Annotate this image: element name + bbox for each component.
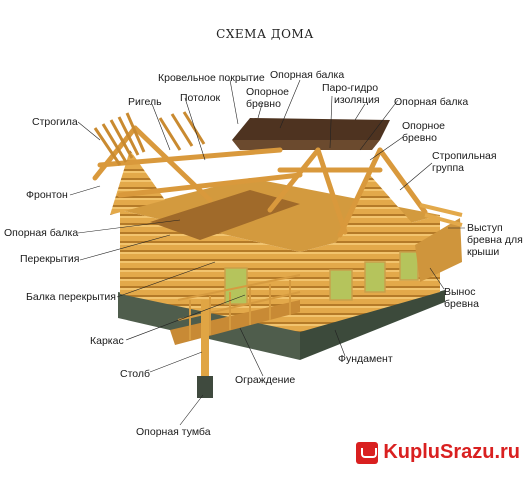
- post: [201, 300, 209, 378]
- label-ograzhdenie: Ограждение: [235, 374, 296, 386]
- label-vynos-b: бревна: [444, 298, 479, 310]
- purlins: [93, 111, 206, 166]
- label-stropilnaya-b: группа: [432, 162, 465, 174]
- leader-lines: [69, 79, 465, 426]
- gable-right: [330, 175, 420, 255]
- label-opornaya-balka-left: Опорная балка: [4, 227, 79, 239]
- label-paro-gidro-a: Паро-гидро: [322, 82, 379, 94]
- label-fronton: Фронтон: [26, 189, 68, 201]
- label-opornoe-brevno-2a: Опорное: [402, 120, 446, 132]
- label-vynos-a: Вынос: [444, 286, 476, 298]
- label-vystup-b: бревна для: [467, 234, 523, 246]
- gable-left: [110, 150, 165, 215]
- label-strogila: Строгила: [32, 116, 78, 128]
- label-paro-gidro-b: изоляция: [334, 94, 380, 106]
- label-opornaya-balka-right: Опорная балка: [394, 96, 469, 108]
- label-opornoe-brevno-1a: Опорное: [246, 86, 290, 98]
- label-karkas: Каркас: [90, 335, 124, 347]
- watermark-text: KupluSrazu.ru: [383, 441, 520, 463]
- label-rigel: Ригель: [128, 96, 162, 108]
- label-vystup-c: крыши: [467, 246, 500, 258]
- label-stolb: Столб: [120, 368, 151, 380]
- label-opornoe-brevno-1b: бревно: [246, 98, 281, 110]
- label-opornoe-brevno-2b: бревно: [402, 132, 437, 144]
- cart-icon: [356, 441, 379, 464]
- floor-overlay: [150, 190, 300, 240]
- roof-covering-edge: [232, 140, 380, 150]
- label-potolok: Потолок: [180, 92, 221, 104]
- watermark: KupluSrazu.ru: [356, 441, 520, 464]
- roof-covering: [232, 118, 390, 140]
- label-krovelnoe-pokrytie: Кровельное покрытие: [158, 72, 265, 84]
- support-pedestal: [197, 376, 213, 398]
- label-vystup-a: Выступ: [467, 222, 503, 234]
- label-balka-perekrytiya: Балка перекрытия: [26, 291, 116, 303]
- label-perekrytiya: Перекрытия: [20, 253, 80, 265]
- railing: [177, 274, 301, 340]
- label-fundament: Фундамент: [338, 353, 393, 365]
- label-stropilnaya-a: Стропильная: [432, 150, 497, 162]
- foundation-shape-right: [300, 290, 445, 360]
- label-opornaya-tumba: Опорная тумба: [136, 426, 211, 438]
- right-porch: [415, 218, 462, 282]
- label-opornaya-balka-top: Опорная балка: [270, 69, 345, 81]
- diagram-title: СХЕМА ДОМА: [216, 27, 314, 41]
